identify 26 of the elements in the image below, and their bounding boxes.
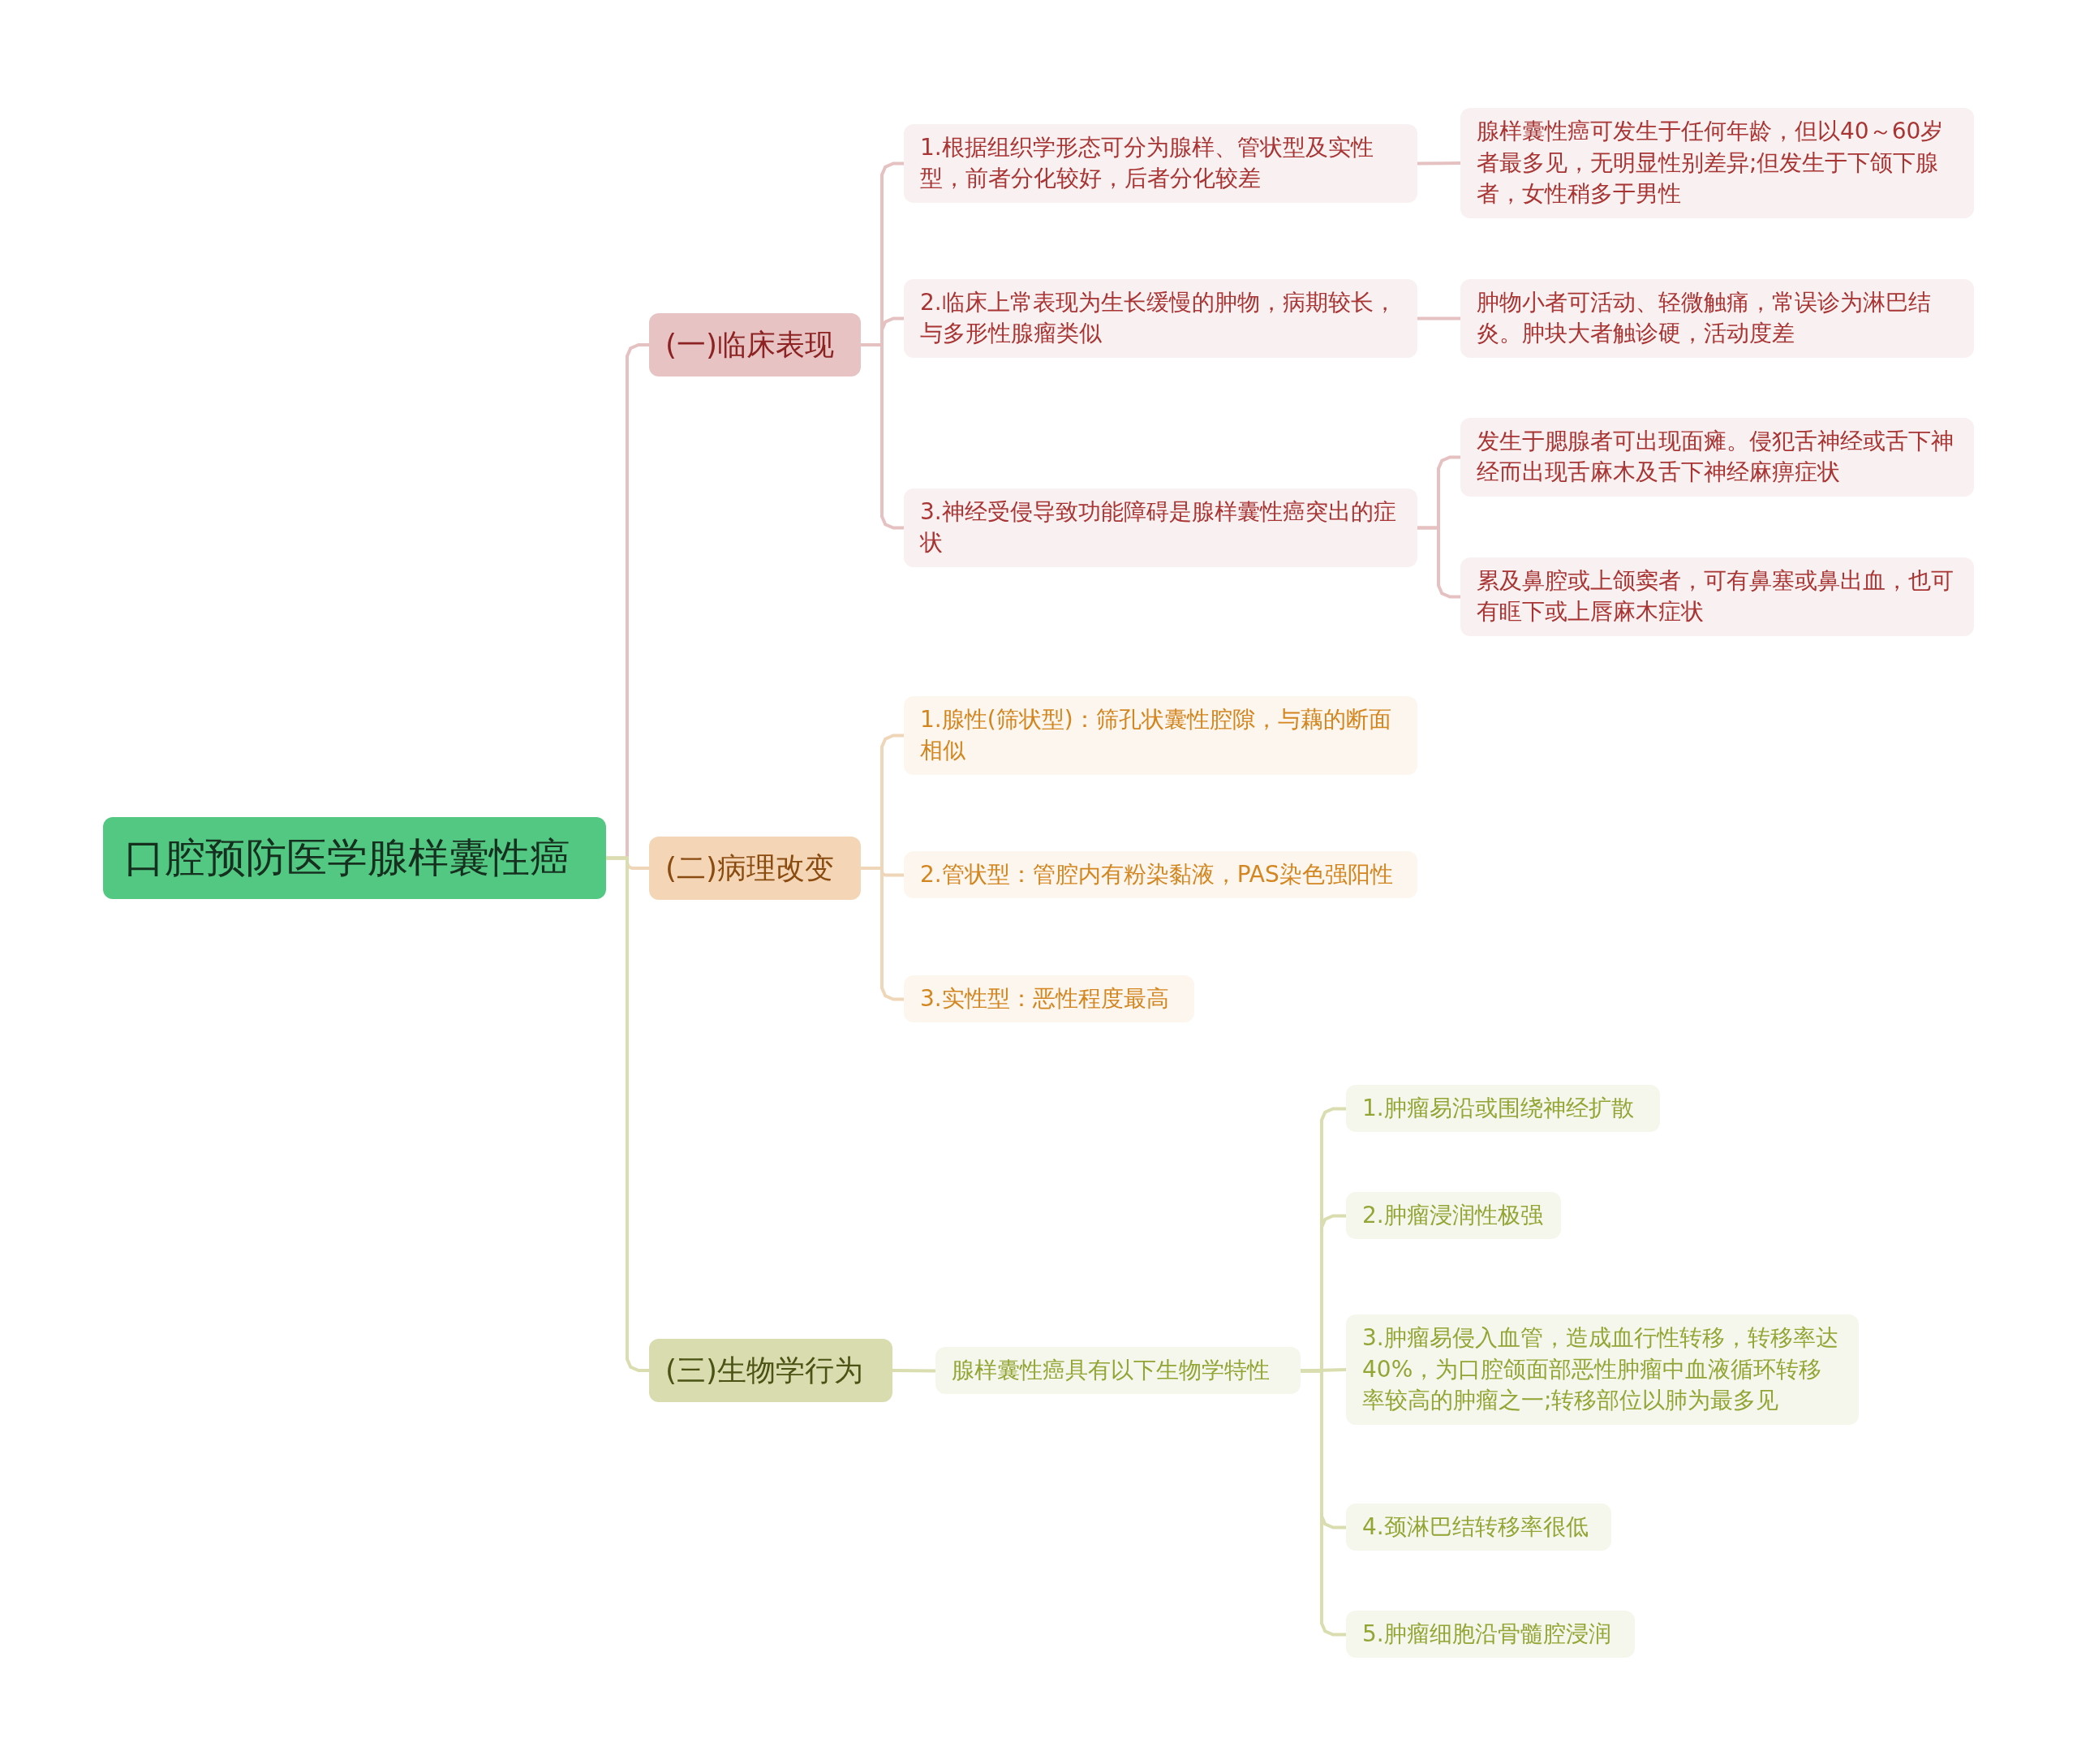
connector bbox=[1300, 1368, 1347, 1373]
leaf-node: 2.管状型：管腔内有粉染黏液，PAS染色强阳性 bbox=[904, 850, 1417, 899]
leaf-node: 3.神经受侵导致功能障碍是腺样囊性癌突出的症状 bbox=[904, 488, 1417, 567]
connector bbox=[1417, 316, 1460, 321]
leaf-node: 4.颈淋巴结转移率很低 bbox=[1346, 1503, 1611, 1551]
connector bbox=[1417, 526, 1460, 599]
branch-node: (二)病理改变 bbox=[649, 837, 861, 900]
leaf-node: 1.根据组织学形态可分为腺样、管状型及实性型，前者分化较好，后者分化较差 bbox=[904, 123, 1417, 203]
leaf-node: 3.肿瘤易侵入血管，造成血行性转移，转移率达40%，为口腔颌面部恶性肿瘤中血液循环转移率较高的肿瘤之一;转移部位以肺为最多见 bbox=[1346, 1314, 1859, 1425]
leaf-node: 发生于腮腺者可出现面瘫。侵犯舌神经或舌下神经而出现舌麻木及舌下神经麻痹症状 bbox=[1460, 417, 1974, 497]
branch-node: (三)生物学行为 bbox=[649, 1339, 892, 1402]
leaf-node: 腺样囊性癌可发生于任何年龄，但以40～60岁者最多见，无明显性别差异;但发生于下颌下腺者，女性稍多于男性 bbox=[1460, 108, 1974, 218]
leaf-node: 5.肿瘤细胞沿骨髓腔浸润 bbox=[1346, 1610, 1635, 1659]
connector bbox=[1417, 161, 1461, 166]
leaf-node: 累及鼻腔或上颌窦者，可有鼻塞或鼻出血，也可有眶下或上唇麻木症状 bbox=[1460, 557, 1974, 636]
topic-node: 口腔预防医学腺样囊性癌 bbox=[103, 816, 606, 899]
leaf-node: 1.腺性(筛状型)：筛孔状囊性腔隙，与藕的断面相似 bbox=[904, 695, 1417, 775]
branch-node: (一)临床表现 bbox=[649, 313, 861, 376]
leaf-node: 腺样囊性癌具有以下生物学特性 bbox=[935, 1346, 1301, 1395]
leaf-node: 2.肿瘤浸润性极强 bbox=[1346, 1191, 1561, 1240]
leaf-node: 2.临床上常表现为生长缓慢的肿物，病期较长，与多形性腺瘤类似 bbox=[904, 278, 1417, 358]
leaf-node: 3.实性型：恶性程度最高 bbox=[904, 975, 1194, 1023]
leaf-node: 肿物小者可活动、轻微触痛，常误诊为淋巴结炎。肿块大者触诊硬，活动度差 bbox=[1460, 278, 1974, 358]
connector bbox=[606, 856, 649, 1372]
leaf-node: 1.肿瘤易沿或围绕神经扩散 bbox=[1346, 1084, 1660, 1133]
connector bbox=[892, 1369, 936, 1373]
